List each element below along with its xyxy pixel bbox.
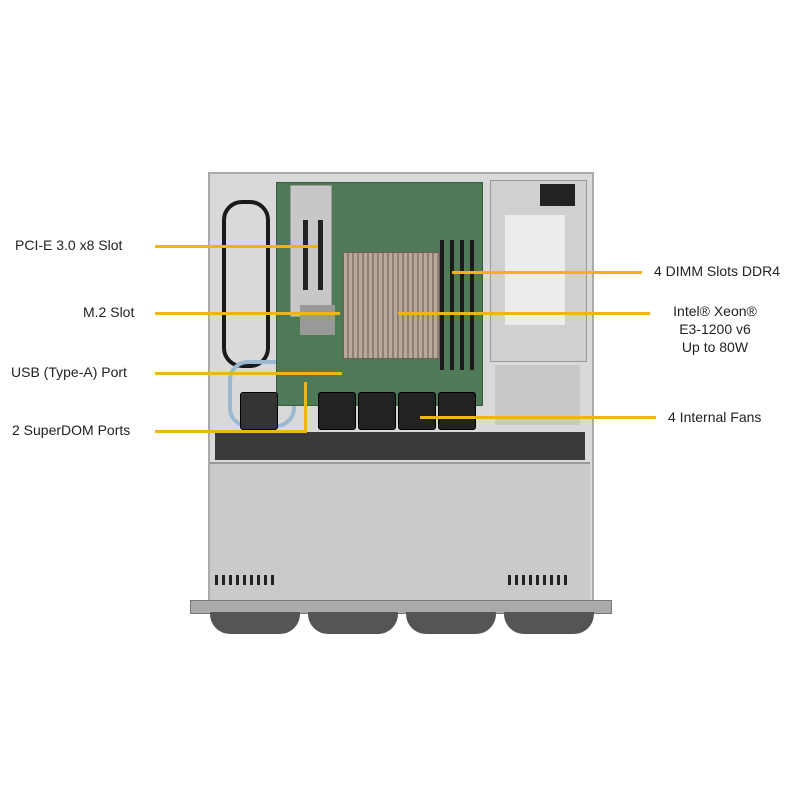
psu-cable-area: [495, 365, 580, 425]
psu-label: [505, 215, 565, 325]
vent: [508, 575, 568, 585]
label-cpu-line2: E3-1200 v6: [679, 321, 751, 337]
fan: [398, 392, 436, 430]
fan: [318, 392, 356, 430]
cable: [222, 200, 270, 368]
label-fans: 4 Internal Fans: [668, 409, 762, 425]
label-m2-slot: M.2 Slot: [83, 304, 135, 320]
callout-line-cpu: [398, 312, 650, 315]
fan-duct: [240, 392, 278, 430]
riser-card: [290, 185, 332, 317]
pcie-slot: [318, 220, 323, 290]
cpu-heatsink: [343, 252, 440, 359]
label-superdom-ports: 2 SuperDOM Ports: [12, 422, 131, 438]
label-usb-port: USB (Type-A) Port: [11, 364, 127, 380]
backplane: [215, 432, 585, 460]
callout-line-usb: [155, 372, 342, 375]
label-pcie-slot: PCI-E 3.0 x8 Slot: [15, 237, 123, 253]
drive-tray: [210, 612, 300, 634]
dimm-slot: [470, 240, 474, 370]
drive-tray: [308, 612, 398, 634]
fan: [438, 392, 476, 430]
callout-line-superdom: [155, 430, 307, 433]
callout-line-fans: [420, 416, 656, 419]
dimm-slot: [440, 240, 444, 370]
m2-slot: [300, 305, 335, 335]
fan: [358, 392, 396, 430]
front-panel: [190, 600, 612, 614]
drive-tray: [504, 612, 594, 634]
label-cpu: Intel® Xeon® E3-1200 v6 Up to 80W: [660, 302, 770, 356]
vent: [215, 575, 275, 585]
callout-line-m2: [155, 312, 340, 315]
label-cpu-line1: Intel® Xeon®: [673, 303, 757, 319]
callout-line-pcie: [155, 245, 318, 248]
label-cpu-line3: Up to 80W: [681, 339, 749, 355]
psu-connector: [540, 184, 575, 206]
pcie-slot: [303, 220, 308, 290]
dimm-slot: [460, 240, 464, 370]
callout-line-dimm: [452, 271, 642, 274]
dimm-slot: [450, 240, 454, 370]
label-dimm-slots: 4 DIMM Slots DDR4: [654, 263, 781, 279]
drive-tray: [406, 612, 496, 634]
callout-line-superdom-vertical: [304, 382, 307, 433]
